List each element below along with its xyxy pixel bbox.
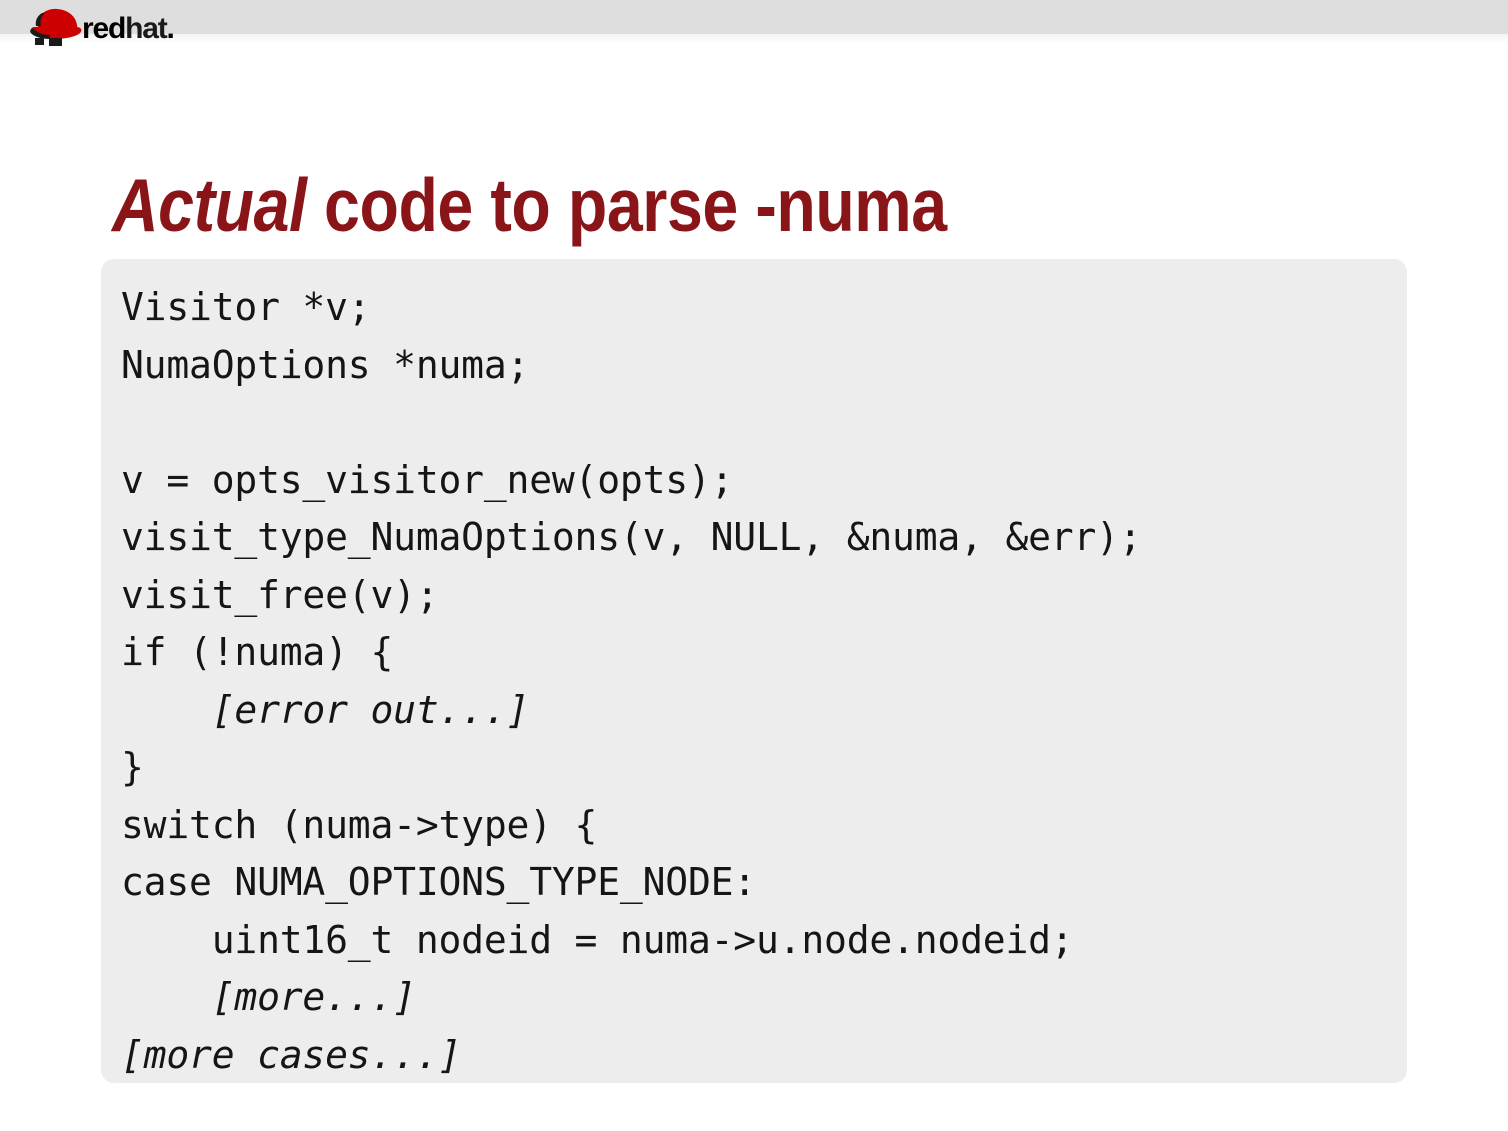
page-title-rest: code to parse -numa <box>306 163 947 248</box>
code-panel: Visitor *v; NumaOptions *numa; v = opts_v… <box>101 259 1407 1083</box>
code-line: Visitor *v; <box>121 285 371 329</box>
code-line: visit_free(v); <box>121 572 439 617</box>
code-listing: Visitor *v; NumaOptions *numa; v = opts_v… <box>121 279 1381 1083</box>
code-line <box>121 394 1381 452</box>
header-band <box>0 0 1508 34</box>
code-line: [more cases...] <box>121 1032 462 1077</box>
wordmark-hat: hat <box>125 12 168 45</box>
code-line: [error out...] <box>121 687 530 732</box>
code-line: [more...] <box>121 975 416 1019</box>
redhat-logo: redhat. <box>26 4 175 48</box>
code-line: if (!numa) { <box>121 630 394 674</box>
page-title: Actual code to parse -numa <box>112 168 1230 243</box>
redhat-wordmark: redhat. <box>82 12 175 45</box>
code-line: uint16_t nodeid = numa->u.node.nodeid; <box>121 917 1074 962</box>
wordmark-red: red <box>82 12 126 45</box>
header-band-fade <box>0 34 1508 44</box>
code-line: v = opts_visitor_new(opts); <box>121 457 734 502</box>
redhat-shadowman-icon <box>26 5 86 47</box>
code-line: switch (numa->type) { <box>121 802 598 847</box>
code-line: NumaOptions *numa; <box>121 342 530 387</box>
code-line: } <box>121 745 144 789</box>
code-line: case NUMA_OPTIONS_TYPE_NODE: <box>121 860 756 904</box>
page-title-emphasis: Actual <box>112 163 307 248</box>
code-line: visit_type_NumaOptions(v, NULL, &numa, &… <box>121 515 1142 559</box>
wordmark-dot: . <box>166 12 175 45</box>
